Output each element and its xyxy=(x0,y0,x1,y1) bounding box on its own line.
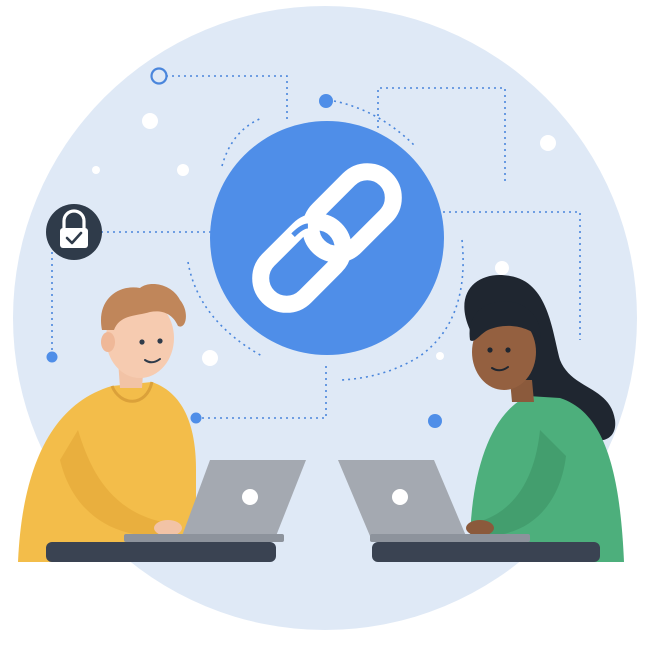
person-right xyxy=(464,274,624,562)
desk-left xyxy=(46,542,276,562)
laptop-icon xyxy=(338,460,530,542)
lock-check-icon xyxy=(46,204,102,260)
network-lines xyxy=(51,75,581,419)
laptop-icon xyxy=(124,460,306,542)
link-icon xyxy=(210,121,444,355)
network-nodes xyxy=(46,67,442,428)
decorative-dots xyxy=(92,113,556,366)
person-left xyxy=(18,284,196,562)
desk-right xyxy=(372,542,600,562)
